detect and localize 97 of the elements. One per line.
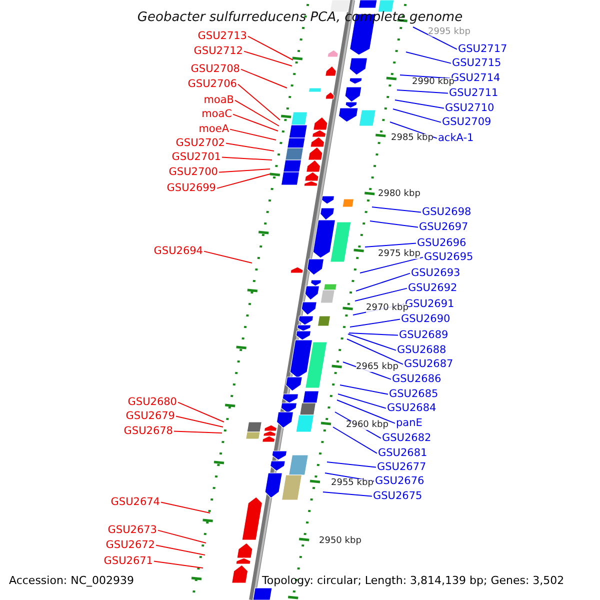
scale-label: 2965 kbp — [356, 363, 398, 372]
leader-line — [350, 318, 400, 328]
leader-line — [406, 52, 452, 64]
leader-line — [394, 100, 444, 109]
gene-label: GSU2712 — [194, 46, 243, 56]
leader-line — [230, 128, 276, 140]
gene-label: GSU2697 — [419, 222, 468, 232]
gene-label: GSU2681 — [378, 448, 428, 458]
gene-label: GSU2702 — [176, 138, 225, 148]
scale-label: 2950 kbp — [319, 537, 362, 546]
footer-text: Accession: NC_002939 — [9, 575, 134, 586]
leader-line — [400, 74, 450, 79]
gene-label: GSU2689 — [399, 330, 448, 340]
gene-label: moaB — [204, 95, 234, 106]
gene-label: GSU2675 — [373, 491, 422, 502]
gene-label: GSU2706 — [188, 79, 237, 90]
leader-line — [178, 402, 224, 422]
gene-label: GSU2692 — [408, 283, 458, 294]
leader-line — [154, 560, 204, 568]
leader-line — [204, 250, 252, 264]
scale-label: 2970 kbp — [366, 304, 408, 313]
leader-line — [348, 334, 396, 351]
gene-label: GSU2677 — [377, 462, 426, 472]
leader-line — [356, 272, 410, 292]
leader-line — [338, 394, 386, 409]
gene-label: GSU2674 — [110, 497, 160, 508]
leader-line — [174, 430, 222, 434]
gene-label: GSU2680 — [128, 397, 177, 408]
scale-label: 2995 kbp — [428, 28, 470, 37]
gene-label: moaC — [202, 109, 232, 120]
gene-label: GSU2715 — [452, 58, 502, 68]
gene-label: panE — [396, 418, 422, 428]
leader-line — [240, 68, 288, 88]
gene-label: GSU2690 — [401, 314, 450, 324]
scale-label: 2955 kbp — [331, 479, 374, 488]
gene-label: moeA — [198, 124, 229, 134]
scale-label: 2960 kbp — [346, 421, 388, 430]
leader-line — [326, 462, 376, 468]
leader-line — [238, 84, 280, 120]
gene-label: GSU2711 — [449, 88, 498, 98]
gene-label: GSU2701 — [172, 152, 221, 162]
gene-label: GSU2673 — [108, 525, 157, 536]
leader-line — [160, 502, 210, 514]
leader-line — [348, 332, 398, 336]
gene-label: GSU2672 — [106, 540, 155, 550]
leader-line — [372, 206, 422, 213]
leader-line — [346, 338, 404, 365]
leader-line — [216, 174, 270, 189]
leader-line — [248, 36, 294, 60]
leader-line — [392, 108, 442, 123]
gene-label: GSU2688 — [397, 345, 446, 356]
gene-label: GSU2679 — [126, 411, 175, 422]
gene-label: GSU2696 — [417, 238, 466, 248]
gene-label: GSU2682 — [382, 433, 432, 444]
scale-label: 2985 kbp — [391, 134, 434, 143]
leader-line — [340, 384, 388, 395]
leader-line — [234, 100, 280, 126]
leader-line — [232, 114, 278, 132]
gene-label: GSU2709 — [442, 117, 492, 128]
gene-label: GSU2687 — [404, 359, 454, 370]
gene-label: GSU2676 — [375, 476, 424, 486]
gene-label: GSU2684 — [387, 403, 436, 414]
gene-label: GSU2686 — [392, 374, 442, 384]
gene-label: GSU2671 — [104, 556, 153, 566]
leader-line — [332, 426, 378, 454]
gene-label: GSU2698 — [422, 207, 472, 218]
gene-label: GSU2708 — [190, 64, 240, 74]
leader-line — [226, 142, 274, 152]
gene-label: GSU2693 — [411, 268, 460, 278]
gene-label: GSU2699 — [166, 183, 216, 194]
leader-line — [354, 288, 408, 302]
gene-label: GSU2695 — [424, 252, 474, 262]
gene-label: GSU2713 — [198, 31, 247, 42]
leader-line — [360, 256, 424, 274]
gene-label: GSU2685 — [389, 389, 438, 400]
leader-line — [322, 492, 372, 497]
footer-text: Topology: circular; Length: 3,814,139 bp; Genes: 3,502 — [262, 575, 564, 586]
gene-label: GSU2700 — [168, 167, 218, 178]
gene-label: GSU2717 — [458, 44, 508, 54]
leader-line — [364, 242, 416, 248]
leader-line — [218, 168, 270, 173]
leader-line — [222, 156, 272, 160]
leader-line — [176, 416, 224, 428]
gene-label: ackA-1 — [438, 133, 474, 144]
gene-label: GSU2694 — [154, 246, 203, 256]
leader-line — [158, 530, 206, 544]
leader-line — [336, 400, 396, 424]
gene-label: GSU2678 — [124, 426, 173, 436]
leader-line — [244, 50, 292, 66]
gene-label: GSU2710 — [445, 103, 494, 114]
leader-line — [396, 90, 448, 94]
leader-line — [370, 220, 418, 228]
leader-line — [156, 544, 206, 556]
leader-line — [412, 26, 458, 50]
scale-label: 2975 kbp — [378, 250, 420, 259]
scale-label: 2990 kbp — [412, 78, 454, 87]
scale-label: 2980 kbp — [378, 190, 420, 199]
